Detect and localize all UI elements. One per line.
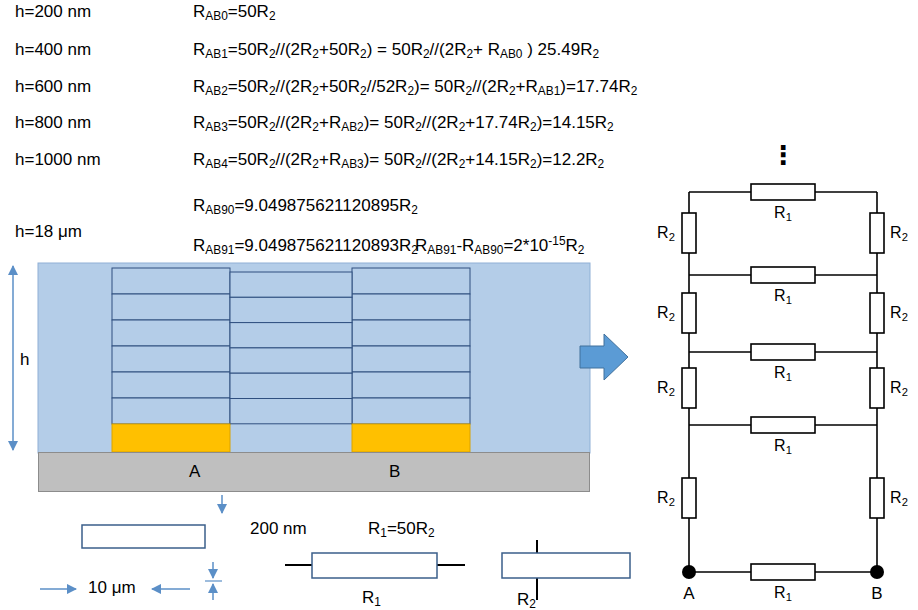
layer-cell [112,346,230,372]
dimension-label: h [20,350,29,370]
cell-sketch [82,525,205,548]
dimension-arrow [212,584,214,600]
resistor-label: R2 [890,488,908,508]
formula: RAB2=50R2//(2R2+50R2//52R2)= 50R2//(2R2+… [193,77,637,97]
dimension-arrow [40,588,76,590]
resistor-label: R2 [890,303,908,323]
electrode-pad [112,424,230,452]
layer-cell [352,268,470,294]
resistor-symbol [682,184,884,580]
resistor-label: R2 [890,378,908,398]
transform-arrow [580,334,628,380]
dimension-label: 10 μm [88,578,136,598]
layer-cell [352,320,470,346]
layer-cell [352,398,470,424]
electrode-name: B [389,462,400,482]
resistor-label: R2 [657,223,675,243]
height-value: h=18 μm [15,222,82,242]
substrate-band: AB [38,452,590,492]
electrode-name: A [189,462,200,482]
dimension-label: 200 nm [250,519,307,539]
ellipsis-mark: ⋮ [770,142,796,168]
layer-cell [230,399,352,424]
formula: RAB4=50R2//(2R2+RAB3)= 50R2//(2R2+14.15R… [193,150,604,170]
electrode-pad [352,424,470,452]
resistor-label: R1 [774,203,792,223]
formula: RAB3=50R2//(2R2+RAB2)= 50R2//(2R2+17.74R… [193,113,614,133]
resistor-label: R2 [657,303,675,323]
layer-cell [230,348,352,373]
formula: RAB91-RAB90=2*10-15R2 [415,236,584,256]
tick-line [205,580,222,581]
resistor-label: R2 [657,488,675,508]
layer-cell [230,297,352,322]
layer-cell [112,320,230,346]
formula: RAB0=50R2 [193,2,276,22]
dielectric-block [38,263,590,453]
dimension-arrow [12,266,14,450]
formula: RAB90=9.049875621120895R2 [193,196,418,216]
resistor-label: R1 [774,286,792,306]
formula: RAB1=50R2//(2R2+50R2) = 50R2//(2R2+ RAB0… [193,40,599,60]
height-value: h=1000 nm [15,150,101,170]
layer-cell [352,294,470,320]
terminal-label: B [871,584,882,604]
resistor-label: R2 [890,223,908,243]
resistor-label: R2 [517,590,536,610]
layer-cell [230,373,352,398]
formula: RAB91=9.049875621120893R2 [193,236,418,256]
layer-cell [112,294,230,320]
layer-cell [352,372,470,398]
resistor-label: R1 [362,588,381,608]
layer-cell [112,268,230,294]
terminal-dot [870,565,884,579]
layer-cell [112,398,230,424]
height-value: h=400 nm [15,40,91,60]
resistor-label: R1 [774,583,792,603]
ladder-circuit [689,192,877,572]
height-value: h=600 nm [15,77,91,97]
resistor-label: R1 [774,363,792,383]
layer-cell [112,372,230,398]
layer-cells [112,268,470,424]
layer-cell [352,346,470,372]
dimension-arrow [152,588,190,590]
terminal-dot [682,565,696,579]
resistor-symbol [502,553,630,578]
formula: R1=50R2 [368,519,435,539]
terminal-label: A [683,584,694,604]
layer-cell [230,272,352,297]
height-value: h=200 nm [15,2,91,22]
pointer-arrow [221,495,223,513]
dimension-arrow [212,562,214,578]
resistor-label: R1 [774,436,792,456]
height-value: h=800 nm [15,113,91,133]
resistor-label: R2 [657,378,675,398]
layer-cell [230,323,352,348]
resistor-symbol [312,553,437,578]
